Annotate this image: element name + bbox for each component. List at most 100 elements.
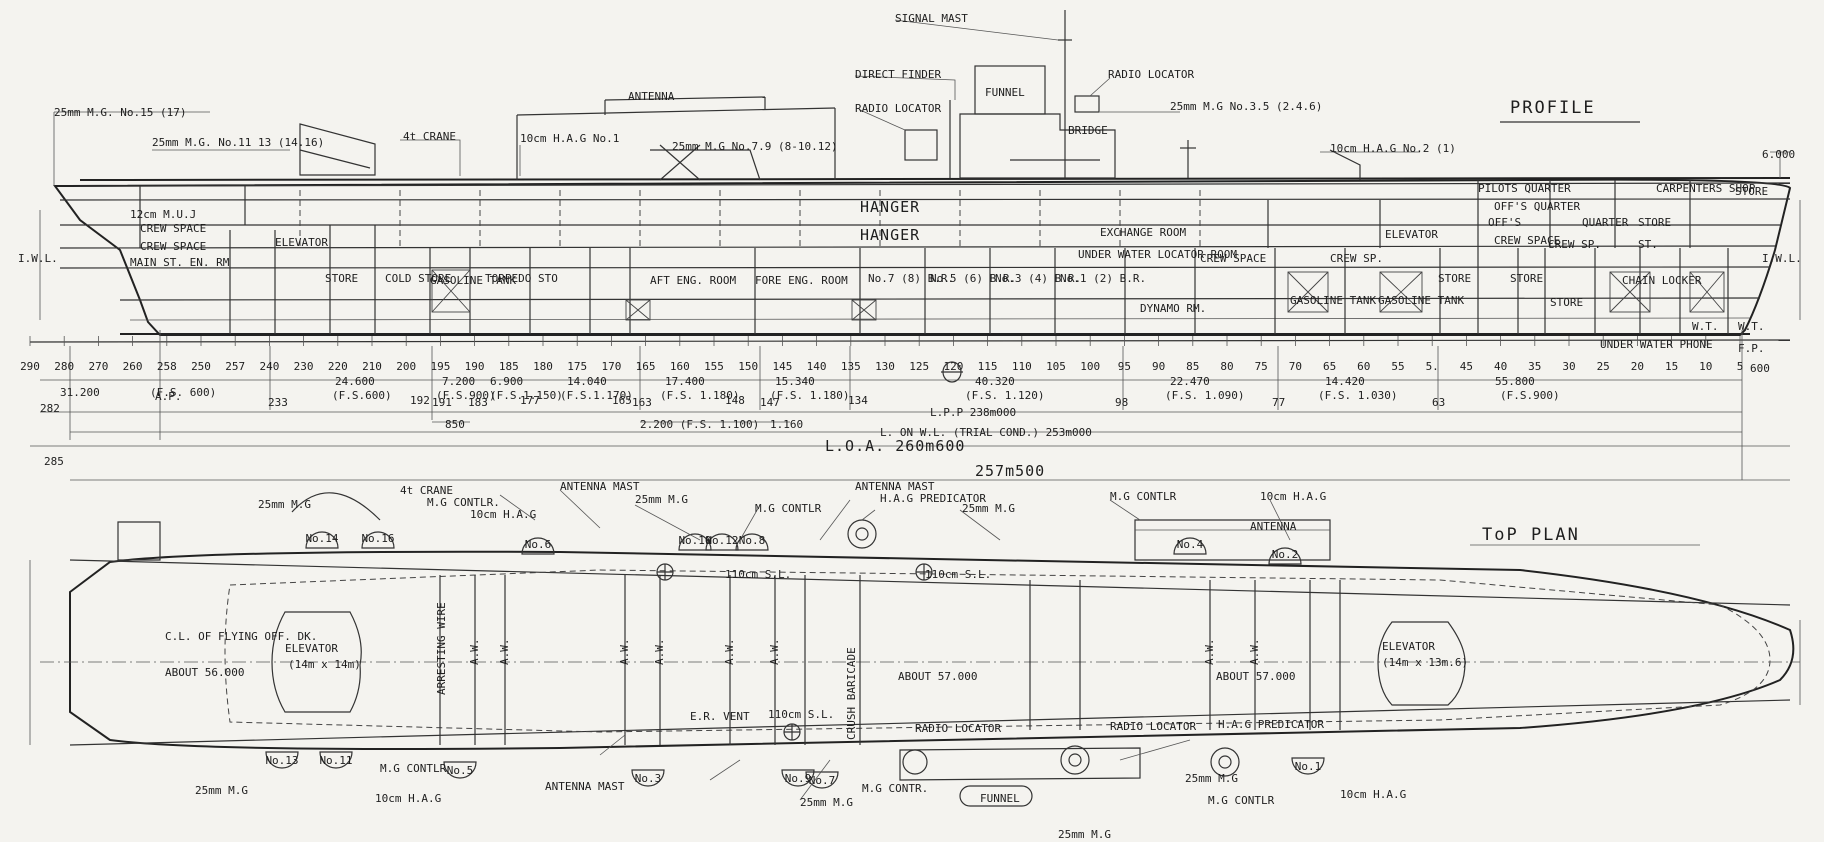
plan-deck-labels: C.L. OF FLYING OFF. DK.ELEVATOR(14m x 14… bbox=[165, 602, 1468, 740]
deck-label: A.W. bbox=[1203, 639, 1216, 666]
dimension-value: 24.600 bbox=[335, 375, 375, 388]
tank-boxes bbox=[431, 269, 1725, 321]
compartment-label: OFF'S bbox=[1488, 216, 1521, 229]
profile-callout: ANTENNA bbox=[628, 90, 675, 103]
deck-label: ARRESTING WIRE bbox=[435, 602, 448, 695]
dimension-value: (F.S.1.150) bbox=[490, 389, 563, 402]
compartment-label: FORE ENG. ROOM bbox=[755, 274, 848, 287]
deck-label: A.W. bbox=[723, 639, 736, 666]
frame-number: 130 bbox=[875, 360, 895, 373]
frame-number: 145 bbox=[772, 360, 792, 373]
compartment-label: STORE bbox=[1735, 185, 1768, 198]
lwl-label: L. ON W.L. (TRIAL COND.) 253m000 bbox=[880, 426, 1092, 439]
compartment-label: GASOLINE TANK bbox=[1378, 294, 1464, 307]
profile-callout: FUNNEL bbox=[985, 86, 1025, 99]
gun-gallery bbox=[631, 769, 665, 787]
mount-number: No.1 bbox=[1295, 760, 1322, 773]
profile-callout: 25mm M.G No.7.9 (8-10.12) bbox=[672, 140, 838, 153]
small-dimension: 2.200 (F.S. 1.100) bbox=[640, 418, 759, 431]
plan-callout: H.A.G PREDICATOR bbox=[880, 492, 986, 505]
gun-gallery bbox=[735, 533, 769, 551]
deck-label: ABOUT 57.000 bbox=[898, 670, 977, 683]
frame-number: 290 bbox=[20, 360, 40, 373]
frame-number: 258 bbox=[157, 360, 177, 373]
frame-number: 257 bbox=[225, 360, 245, 373]
deck-label: A.W. bbox=[468, 639, 481, 666]
frame-number: 140 bbox=[807, 360, 827, 373]
plan-callout: 10cm H.A.G bbox=[1260, 490, 1326, 503]
frame-number: 280 bbox=[54, 360, 74, 373]
compartment-label: CREW SPACE bbox=[1494, 234, 1560, 247]
gun-galleries bbox=[265, 531, 1325, 789]
mount-number: No.6 bbox=[525, 538, 552, 551]
dimension-value: 55.800 bbox=[1495, 375, 1535, 388]
profile-title: PROFILE bbox=[1510, 98, 1596, 118]
frame-number: 115 bbox=[978, 360, 998, 373]
gun-gallery bbox=[1291, 757, 1325, 775]
mount-number: No.12 bbox=[705, 534, 738, 547]
dimension-value: 14.420 bbox=[1325, 375, 1365, 388]
frame-number: 200 bbox=[396, 360, 416, 373]
deck-label: A.W. bbox=[768, 639, 781, 666]
station-number: 192 bbox=[410, 394, 430, 407]
plan-callout: 25mm M.G bbox=[1185, 772, 1238, 785]
deck-label: A.W. bbox=[498, 639, 511, 666]
mount-number: No.7 bbox=[809, 774, 836, 787]
frame-number: 155 bbox=[704, 360, 724, 373]
frame-number: 75 bbox=[1255, 360, 1268, 373]
frame-number: 110 bbox=[1012, 360, 1032, 373]
profile-callout: 6.000 bbox=[1762, 148, 1795, 161]
frame-number: 30 bbox=[1562, 360, 1575, 373]
plan-callout: M.G CONTLR. bbox=[427, 496, 500, 509]
deck-label: (14m x 14m) bbox=[288, 658, 361, 671]
compartment-label: CREW SP. bbox=[1330, 252, 1383, 265]
profile-callout: 25mm M.G No.3.5 (2.4.6) bbox=[1170, 100, 1322, 113]
flight-deck bbox=[79, 177, 1791, 181]
frame-number: 55 bbox=[1391, 360, 1404, 373]
profile-callout: SIGNAL MAST bbox=[895, 12, 968, 25]
frame-number: 5. bbox=[1426, 360, 1439, 373]
deck-outline bbox=[69, 550, 1795, 750]
frame-number: 230 bbox=[294, 360, 314, 373]
deck-label: (14m x 13m.6) bbox=[1382, 656, 1468, 669]
compartment-label: OFF'S QUARTER bbox=[1494, 200, 1580, 213]
dimension-value: 6.900 bbox=[490, 375, 523, 388]
overall-length: 257m500 bbox=[975, 462, 1045, 480]
compartment-label: CREW SP. bbox=[1548, 238, 1601, 251]
station-number: 98 bbox=[1115, 396, 1128, 409]
compartment-label: UNDER WATER LOCATOR ROOM bbox=[1078, 248, 1237, 261]
profile-callout: 10cm H.A.G No.2 (1) bbox=[1330, 142, 1456, 155]
mount-number: No.11 bbox=[319, 754, 352, 767]
compartment-label: CARPENTERS SHOP bbox=[1656, 182, 1756, 195]
frame-number: 85 bbox=[1186, 360, 1199, 373]
frame-number: 20 bbox=[1631, 360, 1644, 373]
frame-number: 10 bbox=[1699, 360, 1712, 373]
compartment-label: No.3 (4) B.R. bbox=[995, 272, 1081, 285]
plan-callout: ANTENNA MAST bbox=[855, 480, 935, 493]
compartment-label: PILOTS QUARTER bbox=[1478, 182, 1571, 195]
frame-number: 160 bbox=[670, 360, 690, 373]
station-number: 233 bbox=[268, 396, 288, 409]
small-dimension: 1.160 bbox=[770, 418, 803, 431]
profile-callout: DIRECT FINDER bbox=[855, 68, 941, 81]
compartment-label: GASOLINE TANK bbox=[1290, 294, 1376, 307]
compartment-label: ST. bbox=[1638, 238, 1658, 251]
gun-gallery bbox=[678, 533, 712, 551]
frame-number: 175 bbox=[567, 360, 587, 373]
plan-callout: 25mm M.G bbox=[962, 502, 1015, 515]
frame-number: 135 bbox=[841, 360, 861, 373]
dimension-value: (F.S. 1.120) bbox=[965, 389, 1044, 402]
compartment-label: No.7 (8) B.R. bbox=[868, 272, 954, 285]
compartment-label: STORE bbox=[1638, 216, 1671, 229]
arresting-wires bbox=[439, 575, 1341, 745]
gun-gallery bbox=[443, 761, 477, 779]
plan-callout: M.G CONTLR bbox=[1110, 490, 1177, 503]
compartment-label: STORE bbox=[1550, 296, 1583, 309]
dimension-value: (F.S. 1.030) bbox=[1318, 389, 1397, 402]
frame-number: 100 bbox=[1080, 360, 1100, 373]
gun-gallery bbox=[781, 769, 815, 787]
plan-callout: 25mm M.G bbox=[635, 493, 688, 506]
iwl-label-right: I.W.L. bbox=[1762, 252, 1802, 265]
